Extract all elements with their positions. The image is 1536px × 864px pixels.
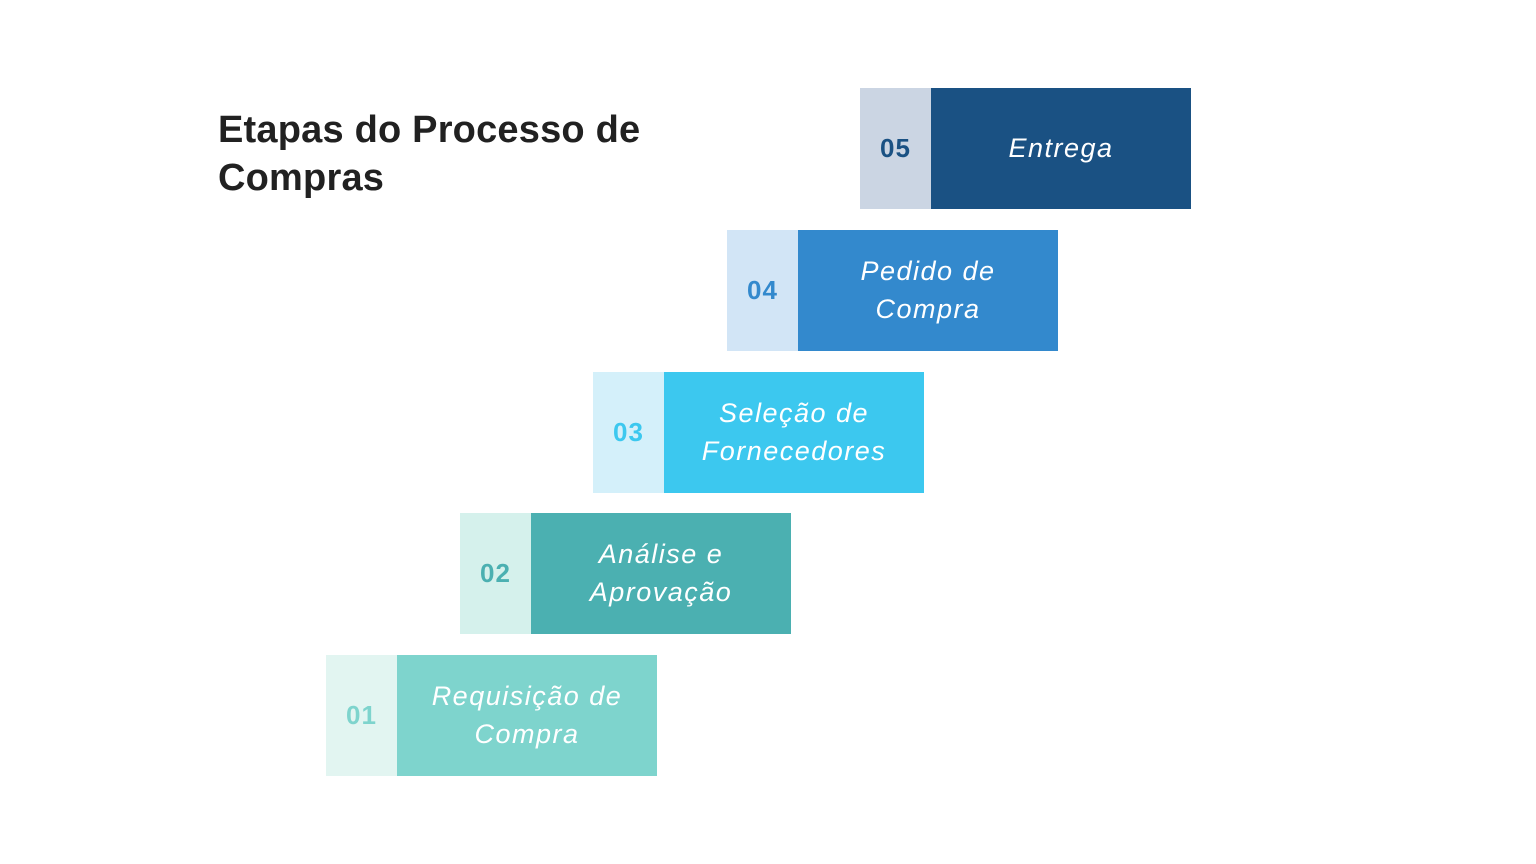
- step-number: 05: [860, 88, 931, 209]
- page-title: Etapas do Processo de Compras: [218, 109, 641, 199]
- step-number: 04: [727, 230, 798, 351]
- step-number: 02: [460, 513, 531, 634]
- step-number: 01: [326, 655, 397, 776]
- step-label: Requisição de Compra: [397, 655, 657, 776]
- step-label: Pedido de Compra: [798, 230, 1058, 351]
- step-number: 03: [593, 372, 664, 493]
- step-label: Análise e Aprovação: [531, 513, 791, 634]
- step-label: Entrega: [931, 88, 1191, 209]
- step-label: Seleção de Fornecedores: [664, 372, 924, 493]
